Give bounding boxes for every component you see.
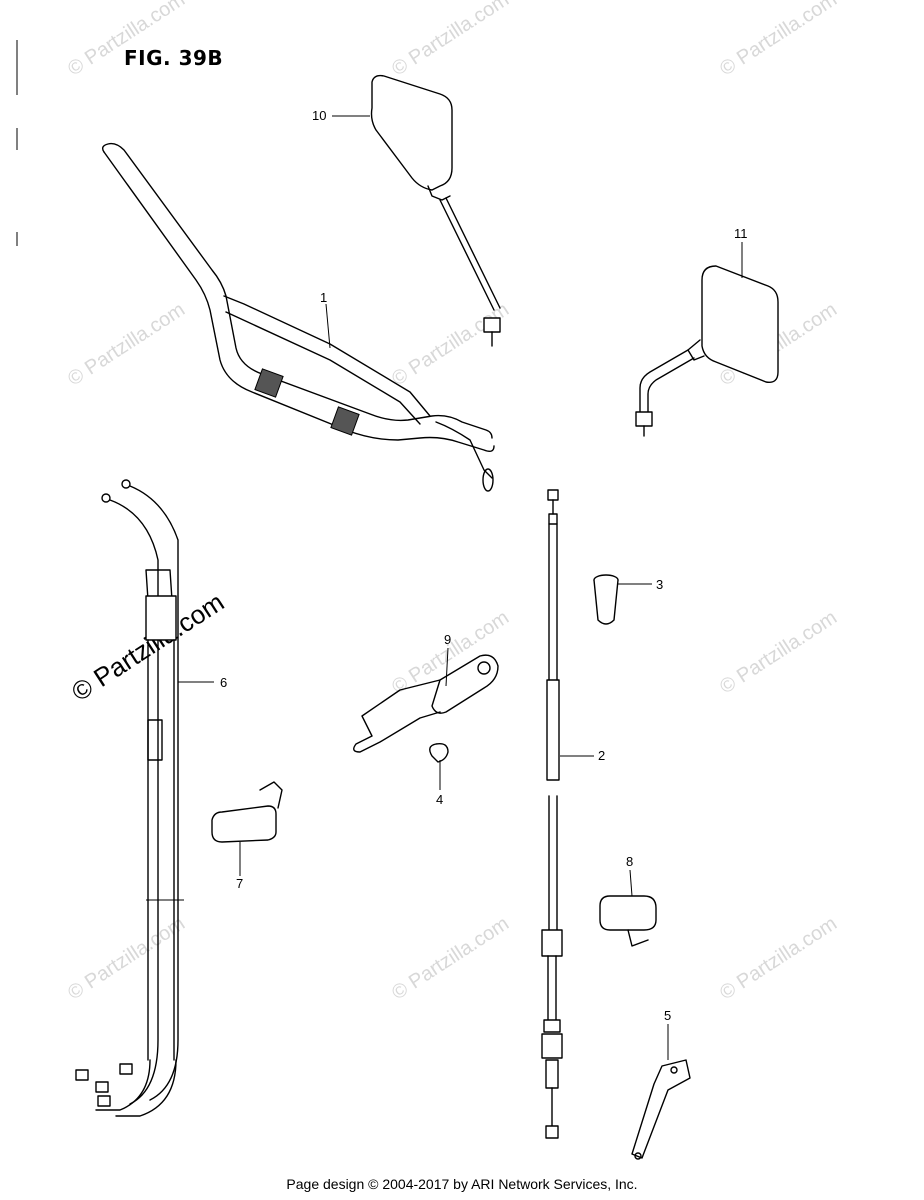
boot-part-3 [593, 574, 619, 625]
callout-3: 3 [656, 577, 664, 592]
callout-7: 7 [236, 876, 244, 891]
callout-2: 2 [598, 748, 606, 763]
bracket-part-9 [353, 654, 499, 753]
clutch-cable-part-2 [541, 489, 563, 1139]
callout-11: 11 [734, 226, 748, 241]
lever-arm-part-5 [631, 1059, 691, 1160]
footer-copyright: Page design © 2004-2017 by ARI Network S… [286, 1176, 638, 1192]
callout-4: 4 [436, 792, 444, 807]
figure-title: FIG. 39B [124, 46, 224, 70]
callout-1: 1 [320, 290, 328, 305]
callout-9: 9 [444, 632, 452, 647]
callout-10: 10 [312, 108, 327, 123]
mirror-left-part-10 [370, 74, 501, 347]
clamp-part-7 [211, 781, 283, 843]
leader-lines [178, 115, 743, 1060]
handlebar-part-1 [101, 142, 495, 492]
mirror-right-part-11 [635, 265, 779, 437]
clip-part-4 [429, 742, 449, 763]
throttle-cables-part-6 [75, 479, 184, 1117]
callout-6: 6 [220, 675, 228, 690]
holder-part-8 [599, 895, 657, 947]
callout-8: 8 [626, 854, 634, 869]
callout-5: 5 [664, 1008, 672, 1023]
